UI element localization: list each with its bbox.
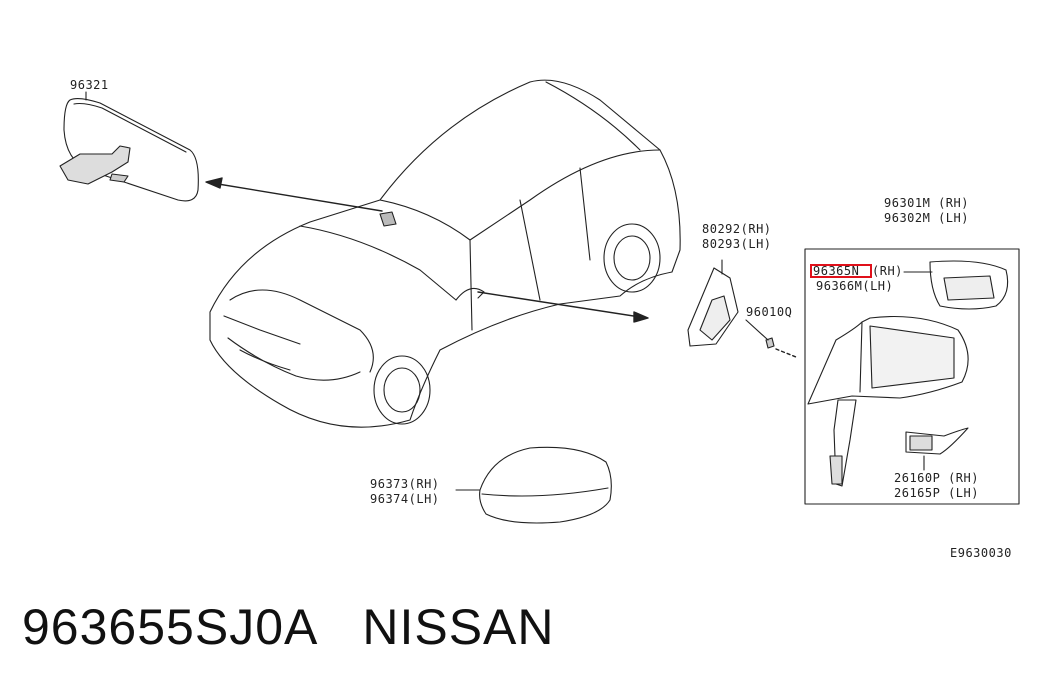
car-drawing (209, 79, 681, 428)
highlight-box (810, 264, 872, 278)
label-96321: 96321 (70, 78, 109, 92)
mirror-assembly-drawing (807, 260, 1009, 487)
label-96302m: 96302M (LH) (884, 211, 969, 225)
mirror-detail-box (804, 248, 1020, 505)
label-96010q: 96010Q (746, 305, 792, 319)
part-number: 963655SJ0A (22, 599, 319, 655)
label-26160p: 26160P (RH) (894, 471, 979, 485)
label-80293: 80293(LH) (702, 237, 772, 251)
label-96373: 96373(RH) (370, 477, 440, 491)
door-finisher-drawing (687, 259, 739, 347)
label-96301m: 96301M (RH) (884, 196, 969, 210)
label-80292: 80292(RH) (702, 222, 772, 236)
label-96374: 96374(LH) (370, 492, 440, 506)
nut-drawing (745, 319, 775, 349)
rear-view-mirror-drawing (59, 91, 199, 202)
label-96366m: 96366M(LH) (816, 279, 893, 293)
label-26165p: 26165P (LH) (894, 486, 979, 500)
part-caption: 963655SJ0A NISSAN (22, 598, 555, 656)
label-96365n-side: (RH) (872, 264, 903, 278)
brand-name: NISSAN (362, 599, 555, 655)
figure-code: E9630030 (950, 546, 1012, 560)
label-96365n: 96365N (813, 264, 859, 278)
mirror-cover-drawing (455, 446, 612, 524)
